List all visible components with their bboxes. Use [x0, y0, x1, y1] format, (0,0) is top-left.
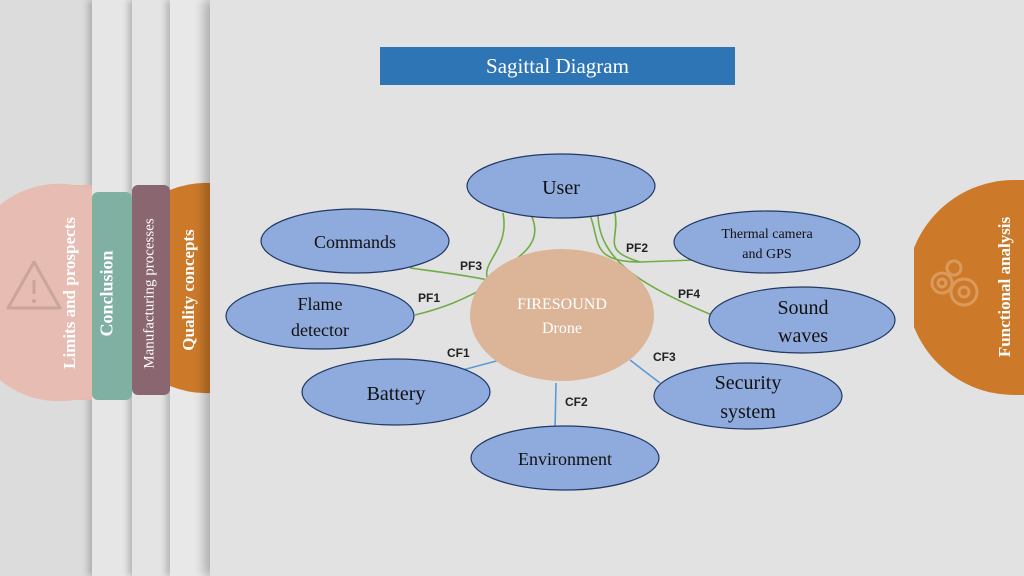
limits-tab-body	[0, 183, 92, 402]
link-pf3	[409, 267, 489, 281]
node-thermal-label-1: Thermal camera	[721, 227, 813, 242]
link-pf2-user	[589, 214, 696, 263]
label-pf1: PF1	[418, 291, 440, 305]
node-sound-label-2: waves	[778, 325, 828, 347]
quality-tab-shape[interactable]	[170, 182, 210, 394]
label-cf3: CF3	[653, 350, 676, 364]
label-pf4: PF4	[678, 287, 700, 301]
center-label-1: FIRESOUND	[517, 296, 607, 313]
diagram-title: Sagittal Diagram	[380, 47, 735, 85]
node-user[interactable]	[466, 153, 656, 219]
link-cf3	[629, 359, 661, 384]
label-pf3: PF3	[460, 259, 482, 273]
node-commands[interactable]	[260, 208, 450, 274]
conclusion-tab-shape[interactable]	[92, 192, 132, 400]
center-label-2: Drone	[542, 320, 582, 337]
node-sound-label-1: Sound	[777, 297, 828, 319]
right-tab-shape[interactable]	[914, 0, 1024, 576]
center-node[interactable]	[470, 249, 654, 381]
manufacturing-tab-shape[interactable]	[132, 185, 170, 395]
node-security-label-1: Security	[715, 372, 782, 394]
node-security[interactable]	[653, 362, 843, 430]
node-environment-label: Environment	[518, 449, 612, 469]
node-sound[interactable]	[708, 286, 896, 354]
node-battery[interactable]	[301, 358, 491, 426]
label-cf2: CF2	[565, 395, 588, 409]
node-commands-label: Commands	[314, 232, 396, 252]
warning-icon	[6, 260, 62, 310]
node-flame[interactable]	[225, 282, 415, 350]
link-pf2	[613, 212, 641, 263]
node-security-label-2: system	[720, 401, 776, 423]
node-battery-label: Battery	[367, 383, 426, 405]
link-cf2	[554, 382, 557, 431]
link-pf3-user	[485, 212, 505, 281]
label-cf1: CF1	[447, 346, 470, 360]
node-thermal[interactable]	[673, 210, 861, 274]
label-pf2: PF2	[626, 241, 648, 255]
node-user-label: User	[542, 177, 580, 199]
node-thermal-label-2: and GPS	[742, 247, 791, 262]
node-flame-label-1: Flame	[298, 294, 343, 314]
node-environment[interactable]	[470, 425, 660, 491]
gears-icon	[930, 259, 979, 307]
node-flame-label-2: detector	[291, 320, 349, 340]
tab-shapes	[0, 182, 210, 402]
